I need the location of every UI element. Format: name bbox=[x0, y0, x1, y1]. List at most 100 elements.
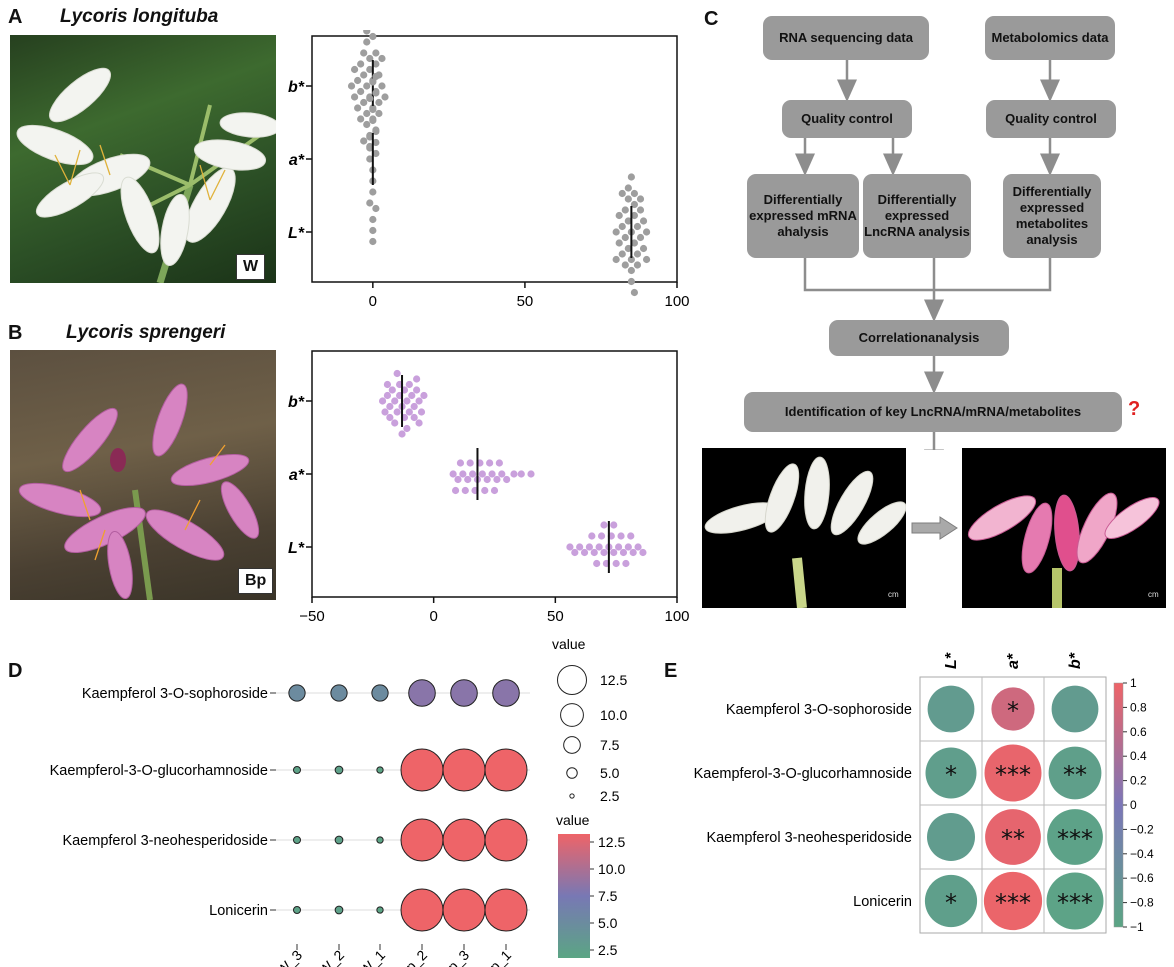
data-point bbox=[403, 424, 411, 433]
size-legend-label: 7.5 bbox=[600, 737, 620, 753]
data-point bbox=[369, 105, 377, 114]
data-point bbox=[624, 244, 632, 253]
data-point bbox=[415, 419, 423, 427]
bubble bbox=[442, 748, 486, 792]
colorbar-label: −0.6 bbox=[1130, 871, 1154, 885]
significance-stars: ** bbox=[1063, 761, 1087, 789]
transition-arrow bbox=[911, 516, 958, 540]
panel-label-d: D bbox=[8, 660, 23, 682]
box-quality-control-1: Quality control bbox=[782, 100, 912, 138]
bubble bbox=[292, 765, 302, 775]
panel-a-title: Lycoris longituba bbox=[60, 6, 219, 27]
pink-flower-black-illustration bbox=[967, 492, 1160, 608]
data-point bbox=[510, 470, 518, 478]
significance-stars: *** bbox=[995, 889, 1031, 917]
size-legend-circle bbox=[563, 736, 581, 754]
panel-label-a: A bbox=[8, 6, 23, 28]
data-point bbox=[498, 470, 506, 478]
data-point bbox=[618, 250, 626, 258]
data-point bbox=[615, 239, 623, 247]
data-point bbox=[360, 137, 368, 145]
data-point bbox=[410, 413, 418, 422]
data-point bbox=[393, 408, 401, 416]
significance-stars: ** bbox=[1001, 825, 1025, 853]
x-tick-label: 100 bbox=[664, 608, 689, 625]
row-label-2: Kaempferol 3-neohesperidoside bbox=[706, 830, 912, 846]
data-point bbox=[405, 380, 413, 389]
data-point bbox=[360, 98, 368, 107]
data-point bbox=[363, 30, 371, 35]
data-point bbox=[388, 386, 396, 394]
data-point bbox=[372, 89, 380, 97]
correlation-circle bbox=[991, 687, 1035, 731]
significance-stars: * bbox=[1007, 697, 1019, 725]
size-legend-circle bbox=[569, 793, 575, 799]
bubble bbox=[330, 684, 348, 702]
data-point bbox=[381, 93, 389, 101]
data-point bbox=[597, 532, 606, 540]
data-point bbox=[375, 109, 383, 118]
data-point bbox=[585, 543, 593, 551]
data-point bbox=[593, 559, 601, 568]
data-point bbox=[630, 288, 639, 297]
col-label-2: b* bbox=[1067, 652, 1084, 669]
data-point bbox=[610, 548, 618, 557]
bubble bbox=[408, 679, 436, 707]
col-label-2: W_1 bbox=[356, 947, 388, 967]
data-point bbox=[527, 470, 535, 478]
color-legend-label: 12.5 bbox=[598, 834, 625, 850]
data-point bbox=[354, 104, 362, 112]
correlation-circle bbox=[1051, 685, 1099, 733]
data-point bbox=[393, 369, 401, 378]
data-point bbox=[627, 173, 635, 181]
y-tick-label-0: b* bbox=[288, 394, 305, 411]
panel-label-c: C bbox=[704, 8, 719, 30]
pink-flower-illustration bbox=[18, 383, 260, 600]
y-tick-label-1: a* bbox=[289, 467, 305, 484]
size-legend-circle bbox=[556, 664, 588, 696]
data-point bbox=[624, 184, 632, 192]
data-point bbox=[624, 195, 632, 203]
data-point bbox=[405, 408, 413, 416]
data-point bbox=[449, 470, 457, 478]
data-point bbox=[590, 548, 598, 557]
bubble bbox=[376, 766, 384, 774]
data-point bbox=[369, 215, 377, 224]
bubble bbox=[442, 888, 486, 932]
data-point bbox=[486, 459, 494, 467]
correlation-circle bbox=[983, 871, 1043, 931]
row-label-0: Kaempferol 3-O-sophoroside bbox=[82, 686, 268, 702]
col-label-0: W_3 bbox=[273, 947, 305, 967]
data-point bbox=[459, 470, 467, 478]
size-legend-circle bbox=[560, 703, 584, 727]
data-point bbox=[366, 65, 374, 74]
bubble bbox=[400, 888, 444, 932]
data-point bbox=[415, 397, 423, 405]
data-point bbox=[350, 65, 359, 74]
data-point bbox=[360, 71, 368, 79]
data-point bbox=[369, 78, 377, 86]
data-point bbox=[624, 543, 632, 551]
data-point bbox=[627, 255, 635, 264]
bubble bbox=[450, 679, 478, 707]
bubble bbox=[292, 905, 302, 915]
data-point bbox=[369, 188, 377, 196]
data-point bbox=[493, 475, 501, 484]
col-label-4: Bp_3 bbox=[438, 947, 473, 967]
data-point bbox=[630, 189, 639, 198]
data-point bbox=[630, 200, 639, 209]
y-tick-label-0: b* bbox=[288, 79, 305, 96]
colorbar-label: 0.2 bbox=[1130, 774, 1147, 788]
color-legend-label: 10.0 bbox=[598, 861, 625, 877]
data-point bbox=[595, 543, 603, 551]
data-point bbox=[639, 548, 647, 557]
data-point bbox=[627, 277, 635, 286]
data-point bbox=[360, 49, 368, 57]
panel-b-title: Lycoris sprengeri bbox=[66, 322, 226, 343]
colorbar-label: 1 bbox=[1130, 676, 1137, 690]
bubble bbox=[484, 818, 528, 862]
box-mrna-analysis: Differentially expressed mRNA ahalysis bbox=[747, 174, 859, 258]
data-point bbox=[483, 475, 491, 484]
data-point bbox=[478, 470, 486, 478]
